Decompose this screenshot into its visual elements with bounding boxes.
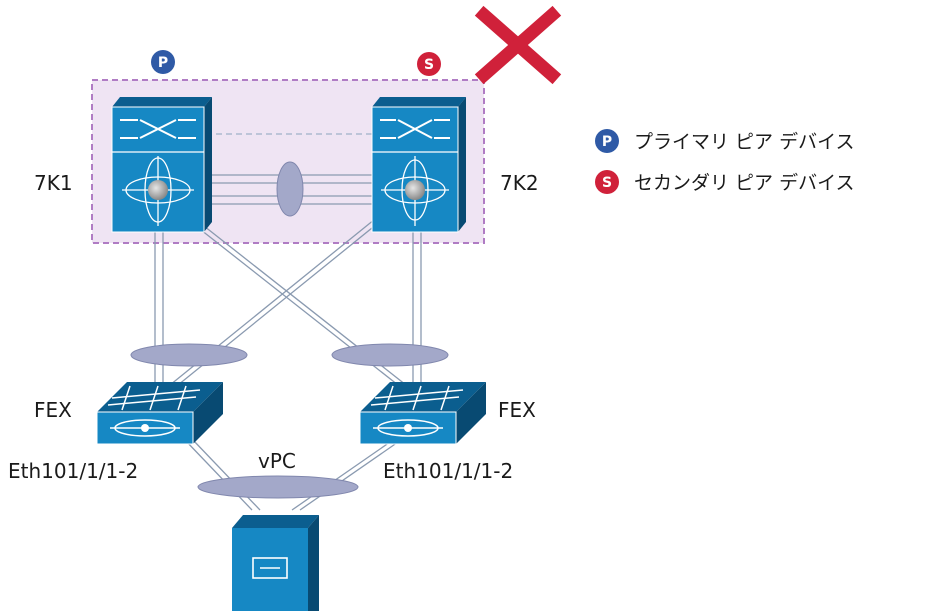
port-label-right: Eth101/1/1-2 [383, 459, 513, 483]
svg-text:S: S [424, 57, 434, 73]
host-cables [184, 439, 402, 511]
switch-7k1-label: 7K1 [34, 171, 73, 195]
peer-link [206, 133, 374, 217]
legend-secondary-text: セカンダリ ピア デバイス [634, 172, 855, 194]
fex-left-label: FEX [34, 398, 72, 422]
switch-7k2-icon [371, 97, 466, 233]
vpc-port-channel [197, 475, 359, 499]
legend-primary-badge [595, 129, 619, 153]
switch-7k1-icon [111, 97, 212, 233]
legend-primary-text: プライマリ ピア デバイス [634, 131, 855, 153]
legend-secondary-badge [595, 170, 619, 194]
legend-item-primary: P プライマリ ピア デバイス [595, 129, 855, 153]
server-icon [232, 515, 319, 611]
failure-x-icon [474, 5, 562, 85]
primary-badge: P [151, 50, 175, 74]
svg-text:S: S [602, 175, 612, 191]
legend: P プライマリ ピア デバイス S セカンダリ ピア デバイス [595, 129, 855, 194]
legend-item-secondary: S セカンダリ ピア デバイス [595, 170, 855, 194]
svg-text:P: P [602, 134, 612, 150]
vpc-label: vPC [258, 449, 296, 473]
peer-link-port-channel [276, 161, 304, 217]
uplink-port-channel-right [331, 343, 449, 367]
uplink-port-channel-left [130, 343, 248, 367]
secondary-badge: S [417, 52, 441, 76]
switch-7k2-label: 7K2 [500, 171, 539, 195]
fex-right-label: FEX [498, 398, 536, 422]
fex-left-icon [96, 382, 223, 445]
port-label-left: Eth101/1/1-2 [8, 459, 138, 483]
svg-text:P: P [158, 55, 168, 71]
fex-right-icon [359, 382, 486, 445]
